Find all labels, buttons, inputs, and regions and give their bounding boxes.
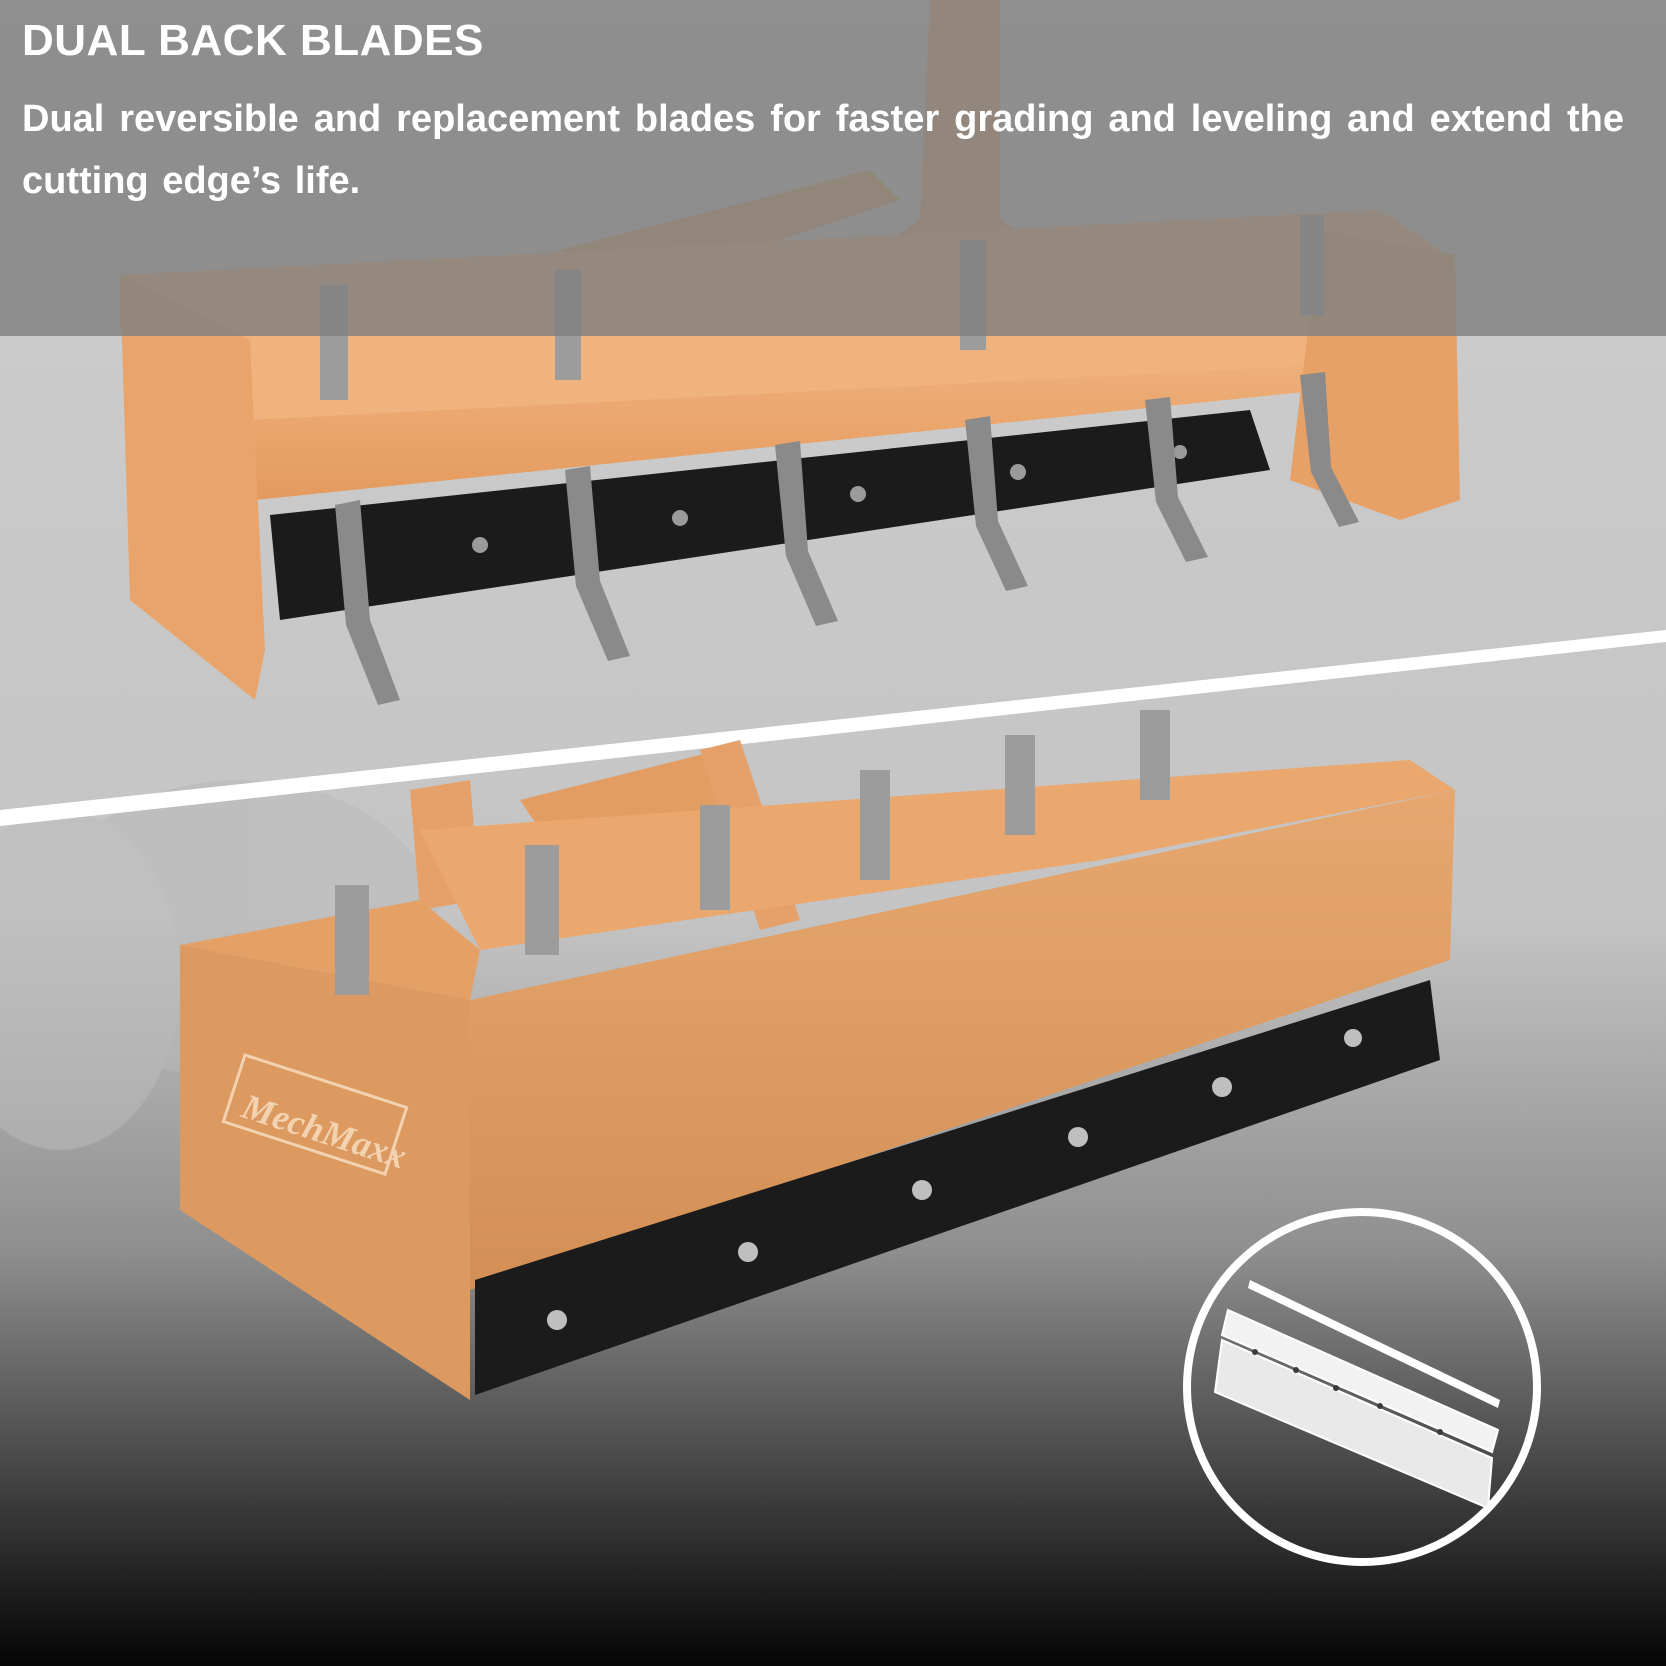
divider-line	[0, 630, 1666, 826]
blade-bolts	[547, 1029, 1362, 1330]
top-box-beam	[250, 360, 1420, 500]
bottom-box-blade	[180, 710, 1455, 1400]
brand-logo	[221, 1053, 409, 1176]
blade-inset-diagram	[1183, 1208, 1541, 1566]
bottom-box-front-face	[470, 790, 1455, 1290]
scarifier-shanks	[335, 372, 1359, 705]
header-band: DUAL BACK BLADES Dual reversible and rep…	[0, 0, 1666, 336]
headline: DUAL BACK BLADES	[22, 16, 484, 65]
bottom-front-blade	[475, 980, 1440, 1395]
top-box-left-plate	[120, 275, 265, 700]
top-rear-blade	[270, 410, 1270, 620]
bottom-box-back-wall	[420, 760, 1455, 950]
bottom-box-posts	[335, 710, 1170, 995]
feature-description: Dual reversible and replacement blades f…	[22, 98, 1624, 202]
bottom-box-top-left	[180, 900, 480, 1000]
